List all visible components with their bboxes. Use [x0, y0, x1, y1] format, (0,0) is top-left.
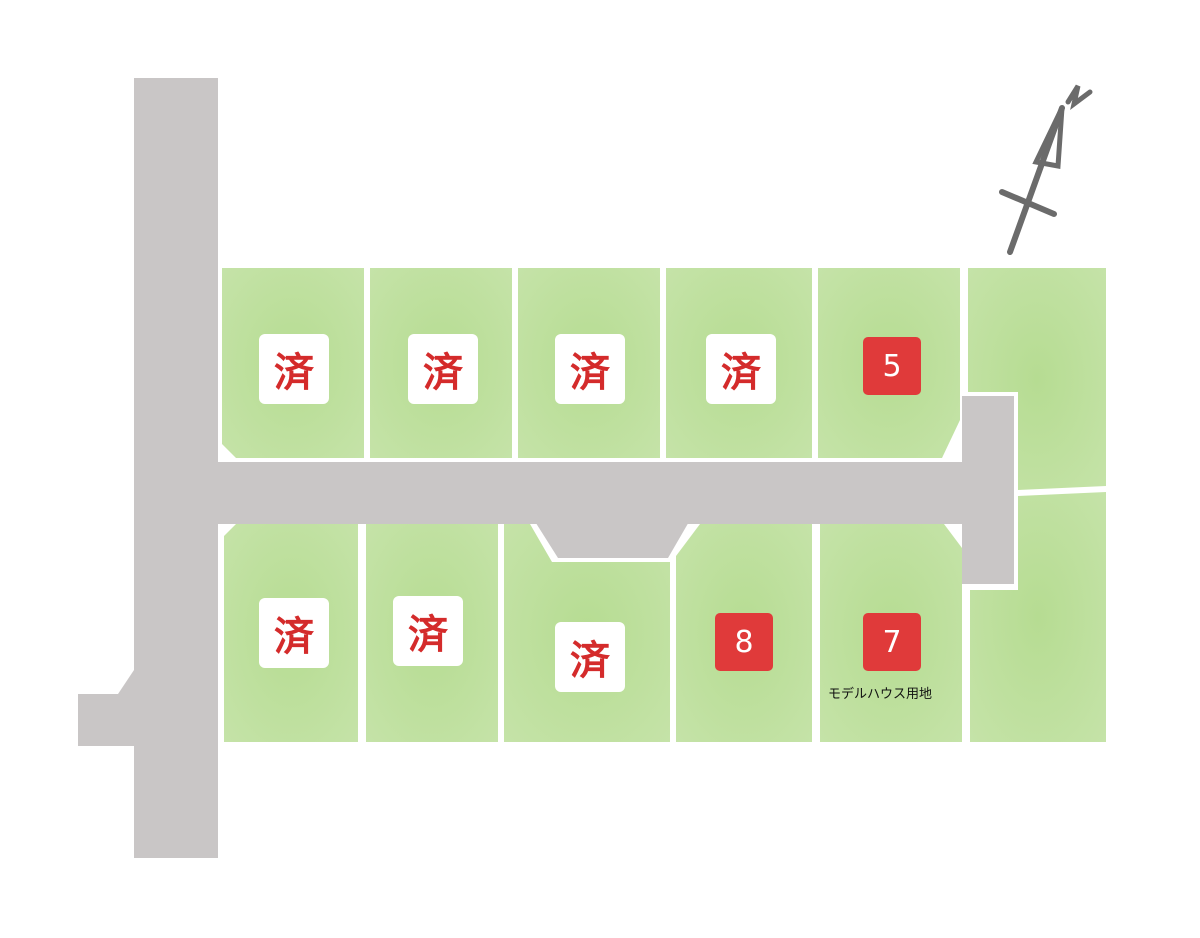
road-west-vertical	[134, 78, 218, 858]
lot-badge-top-5: 5	[863, 337, 921, 395]
lot-badge-top-4: 済	[706, 334, 776, 404]
roads	[78, 78, 1014, 858]
road-east-west	[218, 462, 978, 524]
lot-east-lower[interactable]	[970, 492, 1106, 742]
lot-badge-bottom-8: 8	[715, 613, 773, 671]
lot-badge-top-2: 済	[408, 334, 478, 404]
lot-badge-bottom-7: 7	[863, 613, 921, 671]
lot-badge-top-3: 済	[555, 334, 625, 404]
model-house-note: モデルハウス用地	[828, 687, 933, 702]
lot-badge-bottom-3: 済	[555, 622, 625, 692]
north-arrow-icon	[999, 84, 1093, 255]
lot-badge-top-1: 済	[259, 334, 329, 404]
lot-badge-bottom-2: 済	[393, 596, 463, 666]
lots	[222, 268, 1106, 742]
lot-east-upper[interactable]	[968, 268, 1106, 490]
road-bulge	[534, 520, 690, 558]
lot-badge-bottom-1: 済	[259, 598, 329, 668]
road-west-spur	[78, 670, 134, 746]
road-turnaround	[962, 396, 1014, 584]
